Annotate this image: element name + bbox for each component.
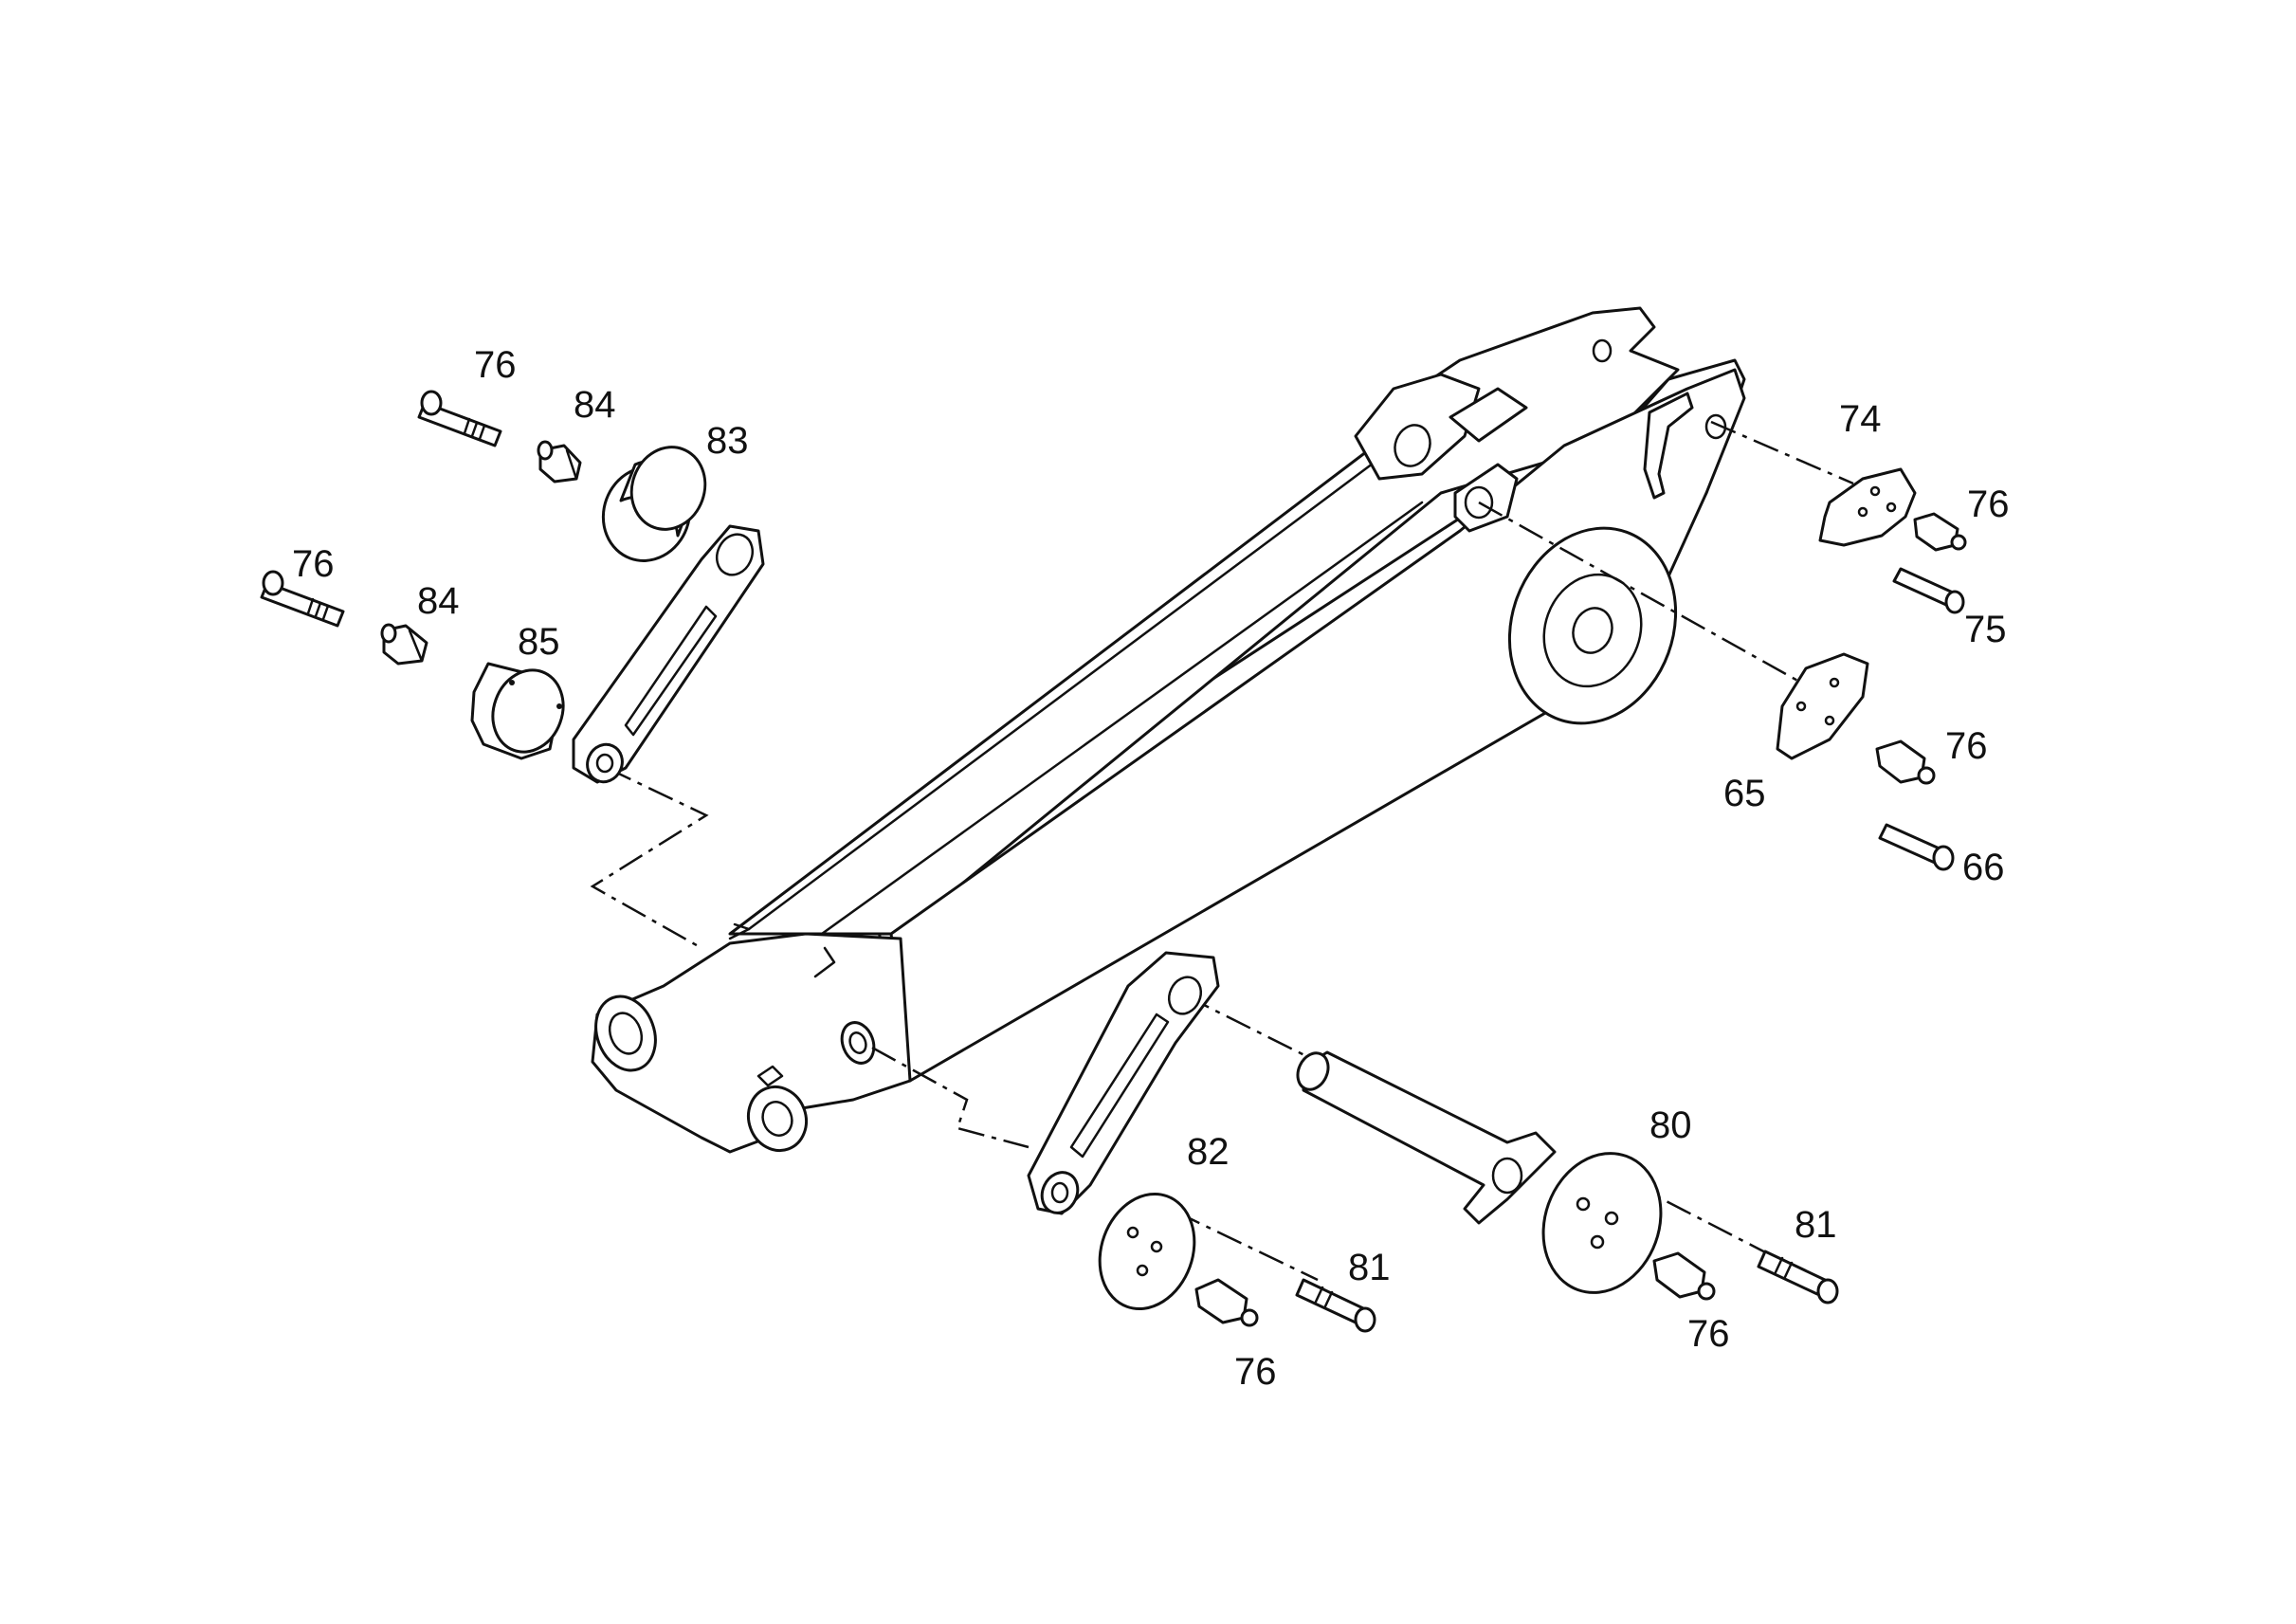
callout-label: 76 [1687,1313,1730,1355]
callout-label: 74 [1839,398,1882,440]
callout-label: 80 [1649,1104,1692,1146]
grease-nipple-76-lower-mid [1194,1278,1259,1327]
leader-lines [590,420,1854,1282]
callout-label: 76 [1234,1351,1277,1393]
callout-label: 66 [1962,847,2005,888]
callout-label: 82 [1187,1131,1230,1173]
grease-nipple-76-right-mid [1875,739,1936,785]
callout-label: 81 [1795,1204,1837,1246]
callout-labels: 76 84 83 76 84 85 74 76 75 76 65 66 82 8… [292,344,2010,1393]
grease-nipple-76-lower-right [1652,1251,1716,1301]
callout-label: 83 [706,420,749,462]
callout-label: 75 [1964,609,2007,650]
pin-80 [1296,1050,1557,1225]
bolt-76-lower-left [260,570,345,628]
callout-label: 84 [417,580,460,622]
callout-label: 65 [1723,773,1766,814]
cover-plate-80 [1541,1152,1663,1294]
bolt-75 [1892,567,1965,614]
callout-label: 76 [1967,484,2010,525]
bushing-85 [470,662,565,760]
callout-label: 76 [292,543,335,585]
callout-label: 76 [1945,725,1988,767]
bolt-81-lower-right [1757,1250,1839,1305]
callout-label: 85 [518,621,560,663]
bushing-83 [601,446,707,562]
cover-plate-65 [1776,652,1869,760]
callout-label: 81 [1348,1247,1391,1288]
bolt-76-upper-left [417,390,502,447]
bolt-66 [1878,823,1955,871]
callout-label: 84 [574,384,616,426]
bolt-81-lower-mid [1295,1278,1376,1333]
lower-link-82 [1027,951,1220,1215]
cover-plate-82 [1098,1192,1196,1311]
grease-nipple-84-lower [380,623,428,666]
plate-74 [1818,467,1917,547]
grease-nipple-84-upper [537,440,582,484]
grease-nipple-76-right-top [1913,512,1967,552]
left-link-83 [572,524,765,784]
callout-label: 76 [474,344,517,386]
